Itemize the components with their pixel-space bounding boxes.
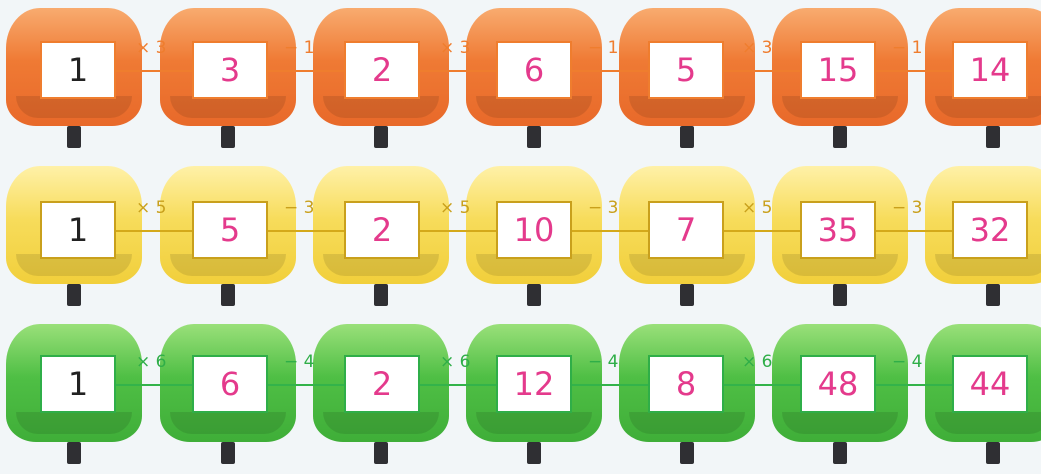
answer-box: 48 — [800, 355, 876, 413]
operation-label: × 6 — [136, 352, 166, 372]
answer-box: 6 — [496, 41, 572, 99]
answer-box: 35 — [800, 201, 876, 259]
operation-label: − 3 — [892, 198, 922, 218]
connector-line — [876, 70, 952, 72]
connector-line — [420, 70, 496, 72]
connector-line — [116, 70, 192, 72]
answer-box: 2 — [344, 41, 420, 99]
answer-box: 15 — [800, 41, 876, 99]
operation-label: − 3 — [588, 198, 618, 218]
operation-label: × 3 — [440, 38, 470, 58]
chain-row-yellow: 1 5 2 10 7 35 32 × 5 − 3 × 5 − 3 × 5 − 3 — [0, 158, 1041, 316]
connector-line — [572, 384, 648, 386]
operation-label: × 6 — [440, 352, 470, 372]
connector-line — [420, 230, 496, 232]
operation-label: − 1 — [284, 38, 314, 58]
operation-label: × 5 — [440, 198, 470, 218]
answer-box: 44 — [952, 355, 1028, 413]
operation-label: × 6 — [742, 352, 772, 372]
answer-box: 5 — [648, 41, 724, 99]
operation-label: − 3 — [284, 198, 314, 218]
connector-line — [268, 70, 344, 72]
answer-box: 8 — [648, 355, 724, 413]
answer-box: 2 — [344, 355, 420, 413]
start-number-box: 1 — [40, 355, 116, 413]
answer-box: 7 — [648, 201, 724, 259]
chain-row-orange: 1 3 2 6 5 15 14 × 3 − 1 × 3 − 1 × 3 − 1 — [0, 0, 1041, 158]
operation-label: × 3 — [136, 38, 166, 58]
answer-box: 5 — [192, 201, 268, 259]
operation-label: × 5 — [136, 198, 166, 218]
connector-line — [572, 70, 648, 72]
answer-box: 3 — [192, 41, 268, 99]
connector-line — [268, 230, 344, 232]
start-number-box: 1 — [40, 41, 116, 99]
operation-label: − 1 — [892, 38, 922, 58]
connector-line — [724, 384, 800, 386]
answer-box: 32 — [952, 201, 1028, 259]
start-number-box: 1 — [40, 201, 116, 259]
answer-box: 14 — [952, 41, 1028, 99]
answer-box: 6 — [192, 355, 268, 413]
connector-line — [268, 384, 344, 386]
connector-line — [876, 230, 952, 232]
connector-line — [724, 70, 800, 72]
operation-label: − 1 — [588, 38, 618, 58]
operation-label: − 4 — [284, 352, 314, 372]
operation-label: − 4 — [588, 352, 618, 372]
answer-box: 10 — [496, 201, 572, 259]
operation-label: × 5 — [742, 198, 772, 218]
operation-label: − 4 — [892, 352, 922, 372]
connector-line — [724, 230, 800, 232]
chain-row-green: 1 6 2 12 8 48 44 × 6 − 4 × 6 − 4 × 6 − 4 — [0, 316, 1041, 474]
answer-box: 2 — [344, 201, 420, 259]
connector-line — [420, 384, 496, 386]
operation-label: × 3 — [742, 38, 772, 58]
connector-line — [876, 384, 952, 386]
connector-line — [572, 230, 648, 232]
connector-line — [116, 384, 192, 386]
answer-box: 12 — [496, 355, 572, 413]
connector-line — [116, 230, 192, 232]
